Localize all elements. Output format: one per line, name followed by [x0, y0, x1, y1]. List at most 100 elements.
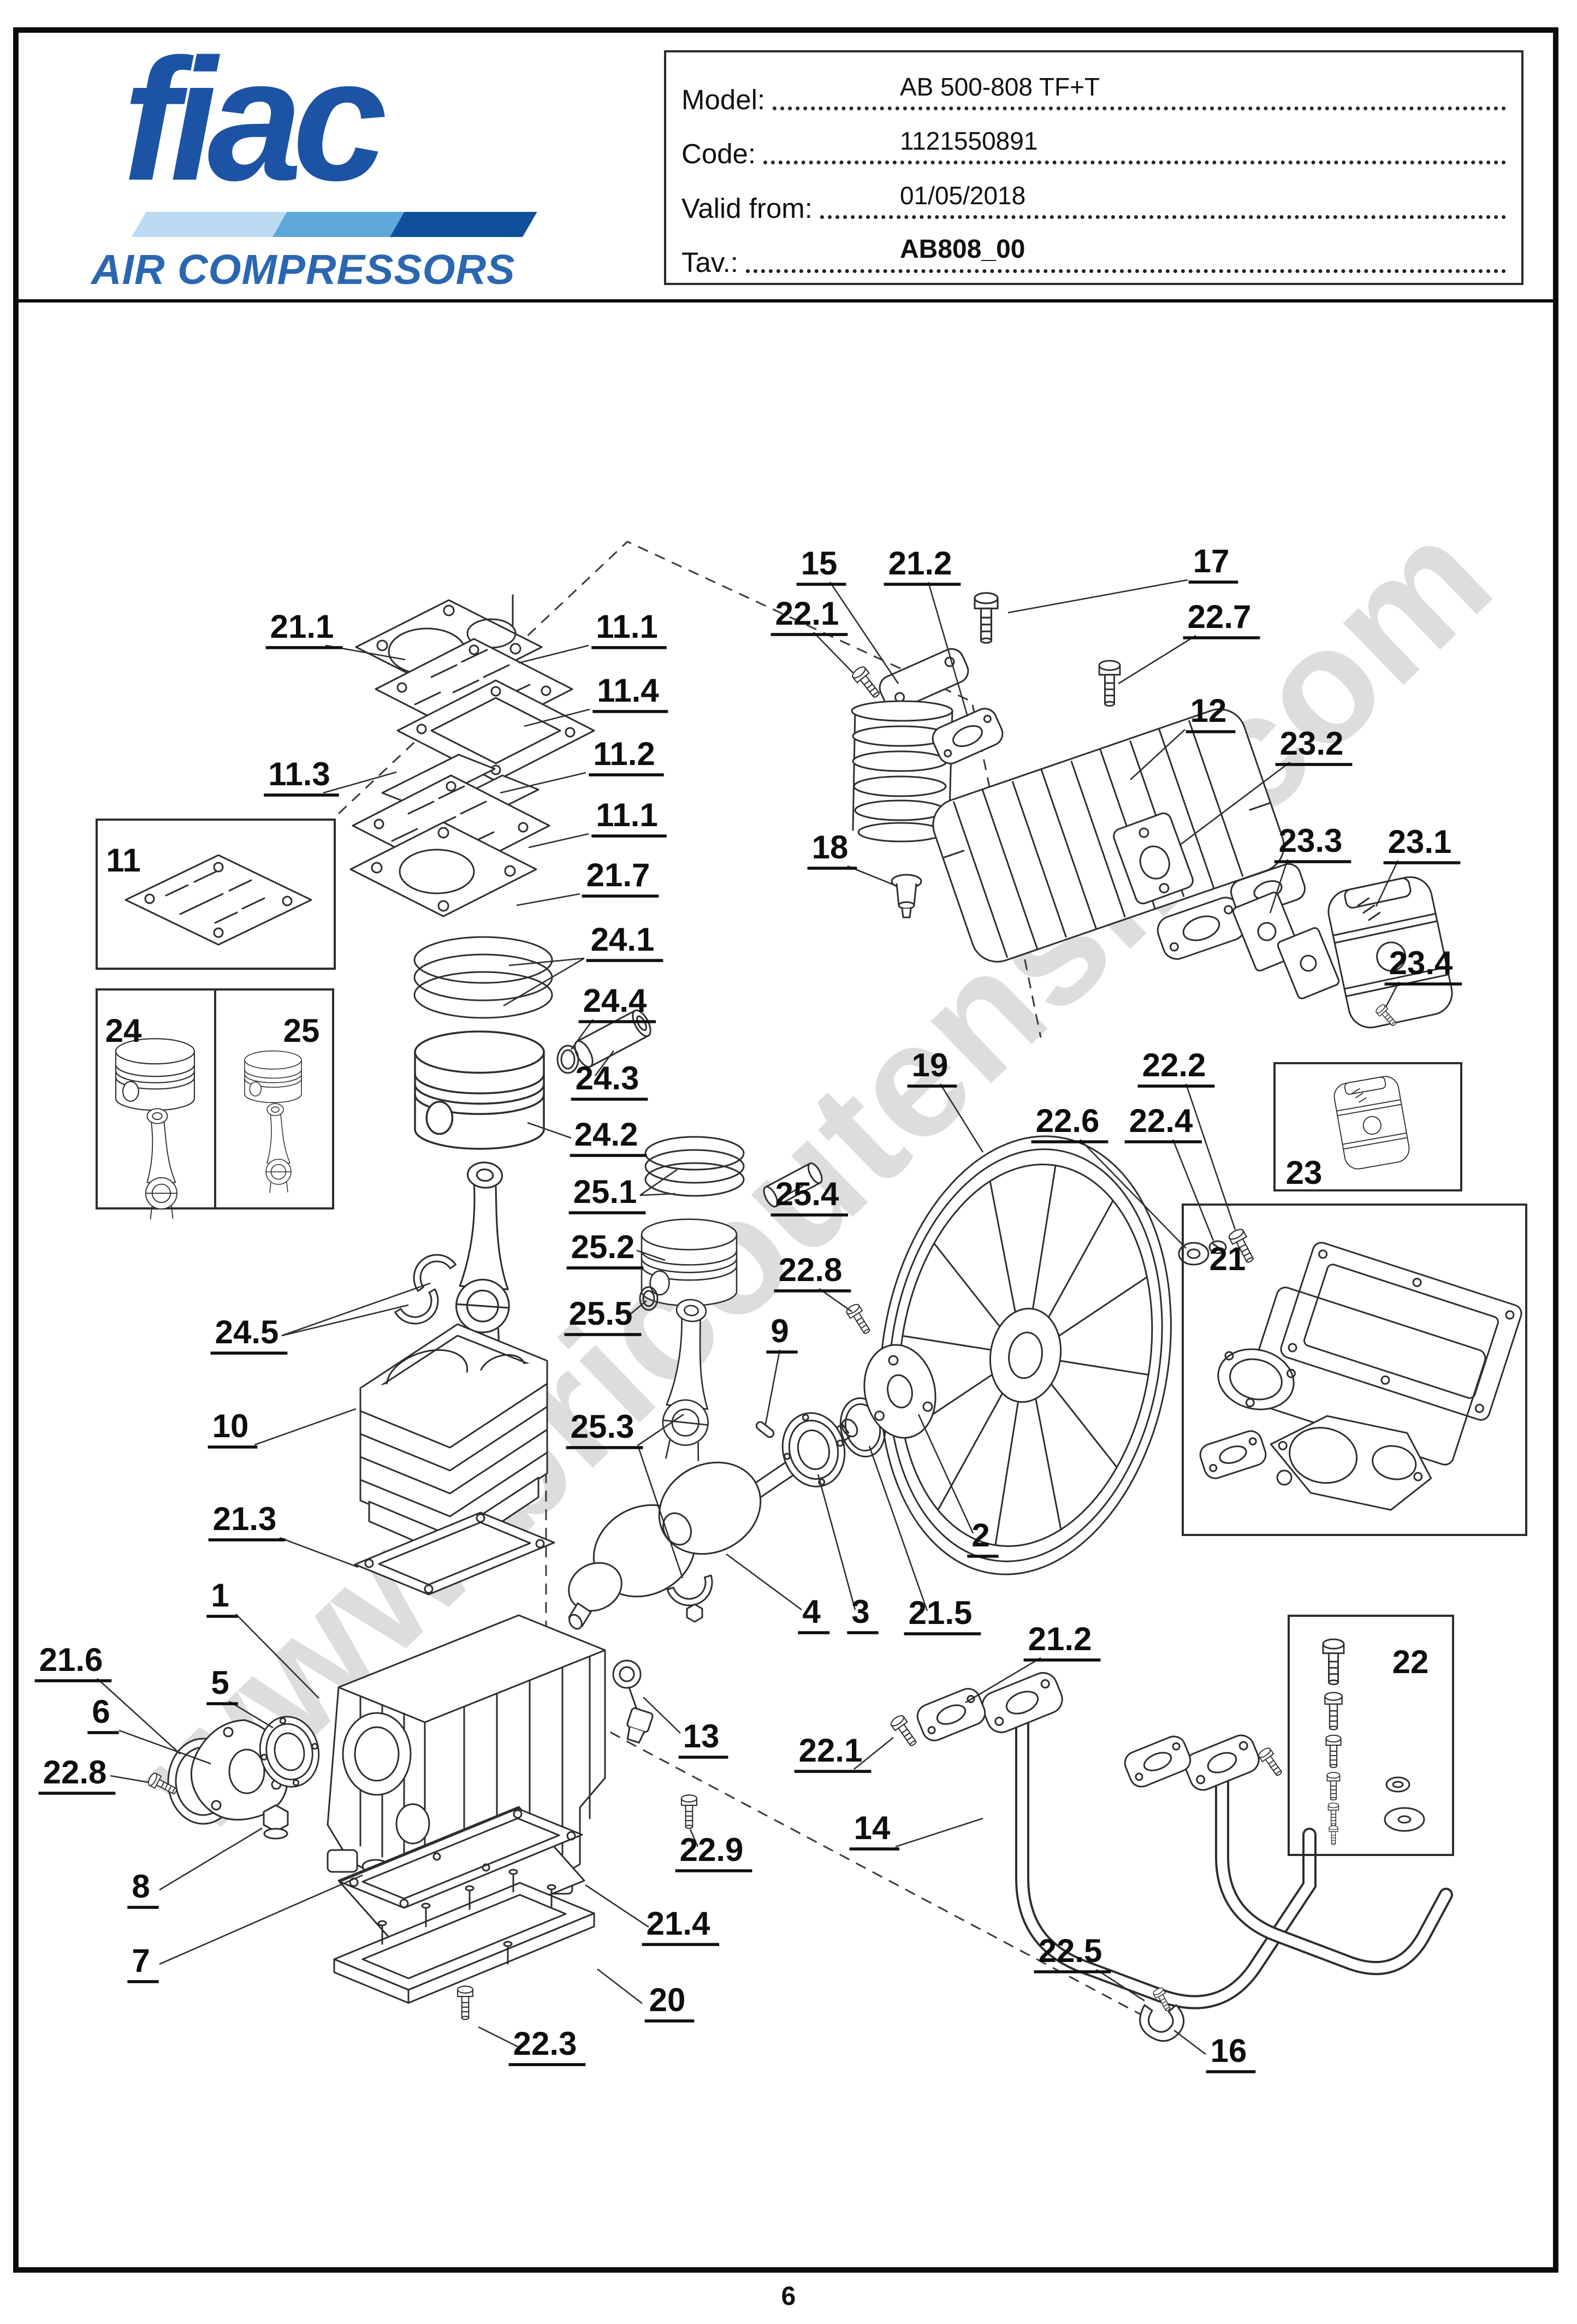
leader-line — [626, 1300, 647, 1318]
leader-line — [965, 1657, 1041, 1704]
leader-line — [643, 1697, 681, 1734]
part-clamp-16 — [1139, 1986, 1185, 2042]
part-callout-25.4: 25.4 — [775, 1176, 839, 1212]
part-key-9 — [755, 1421, 775, 1438]
leader-line — [281, 1304, 409, 1337]
part-callout-22.7: 22.7 — [1188, 598, 1252, 635]
leader-line — [508, 957, 585, 967]
part-bearing-shell-24-5 — [394, 1288, 447, 1333]
part-circlip-25-5 — [639, 1286, 659, 1311]
part-callout-19: 19 — [912, 1047, 948, 1083]
leader-line — [1080, 1139, 1187, 1249]
part-piston-rings-24-1 — [413, 936, 553, 1019]
inset-box-22 — [1288, 1615, 1454, 1856]
part-callout-18: 18 — [812, 829, 849, 865]
dotted-leader — [820, 210, 1506, 219]
leader-line — [1375, 860, 1399, 907]
part-air-filter-23-1 — [1327, 876, 1453, 1029]
part-screw-22-9 — [680, 1794, 698, 1829]
header-divider — [19, 299, 1553, 303]
leader-line — [917, 1414, 974, 1534]
part-screw-22-7 — [1098, 660, 1121, 707]
part-callout-23.3: 23.3 — [1279, 822, 1343, 859]
leader-line — [159, 1827, 263, 1891]
leader-line — [1172, 1139, 1214, 1241]
leader-line — [594, 1050, 615, 1076]
logo-wordmark: fiac — [123, 23, 387, 217]
part-screw-22-1a — [850, 664, 884, 702]
part-callout-24.1: 24.1 — [591, 921, 655, 958]
leader-line — [281, 1282, 431, 1337]
leader-line — [764, 1349, 781, 1425]
part-callout-11.2: 11.2 — [593, 736, 655, 772]
part-nut-8 — [263, 1804, 289, 1840]
part-screw-flange — [1256, 1746, 1286, 1779]
part-callout-22: 22 — [1392, 1644, 1429, 1680]
part-callout-24: 24 — [105, 1012, 142, 1049]
leader-line — [895, 1817, 983, 1848]
part-gasket-21-2-left — [916, 1688, 986, 1741]
part-callout-23.2: 23.2 — [1280, 725, 1344, 762]
part-callout-21: 21 — [1210, 1241, 1246, 1277]
part-wrist-pin-24-3 — [574, 1009, 651, 1068]
leader-line — [500, 772, 586, 794]
leader-line — [1269, 859, 1289, 914]
part-callout-21.2: 21.2 — [1028, 1621, 1092, 1657]
part-callout-21.2: 21.2 — [888, 545, 952, 582]
leader-line — [927, 582, 969, 717]
leader-line — [478, 2026, 519, 2048]
part-lockwasher-22-4 — [1208, 1240, 1227, 1254]
leader-line — [1007, 579, 1188, 614]
leader-line — [97, 1678, 181, 1754]
part-callout-25: 25 — [283, 1012, 320, 1049]
part-piston-24-2 — [414, 1030, 545, 1150]
part-callout-17: 17 — [1193, 543, 1230, 579]
part-callout-11.4: 11.4 — [597, 672, 659, 709]
part-callout-23.4: 23.4 — [1389, 945, 1453, 981]
logo-tagline: AIR COMPRESSORS — [91, 246, 515, 293]
part-callout-23: 23 — [1286, 1154, 1323, 1191]
part-screw-17 — [974, 592, 999, 644]
leader-line — [1179, 761, 1290, 846]
leader-line — [726, 1553, 802, 1611]
info-row-4: Tav.:AB808_00 — [681, 226, 1506, 278]
part-flange-2 — [863, 1344, 936, 1439]
part-gasket-21-3 — [354, 1511, 555, 1596]
part-callout-11.1: 11.1 — [596, 797, 657, 833]
leader-line — [323, 771, 397, 794]
leader-line — [570, 1019, 594, 1050]
leader-line — [229, 1700, 274, 1729]
info-value: 01/05/2018 — [900, 181, 1026, 210]
leader-line — [939, 1083, 984, 1153]
part-callout-21.3: 21.3 — [213, 1501, 277, 1537]
leader-line — [235, 1614, 319, 1699]
part-callout-22.1: 22.1 — [775, 595, 839, 632]
part-spacer-blocks-23-3 — [1232, 891, 1340, 999]
leader-line — [1118, 635, 1196, 685]
part-callout-5: 5 — [211, 1664, 229, 1701]
part-callout-11: 11 — [106, 842, 140, 879]
leader-line — [636, 1249, 666, 1261]
leader-line — [597, 1968, 643, 2005]
part-dipstick-13 — [612, 1659, 654, 1744]
leader-line — [689, 1829, 699, 1847]
part-callout-6: 6 — [92, 1693, 110, 1730]
part-callout-22.8: 22.8 — [43, 1754, 107, 1791]
inset-box-23 — [1273, 1062, 1462, 1191]
part-screw-22-1b — [888, 1713, 921, 1750]
part-screw-22-8a — [844, 1302, 874, 1337]
part-callout-21.6: 21.6 — [39, 1641, 103, 1678]
part-gasket-11-4 — [396, 679, 595, 782]
part-callout-21.4: 21.4 — [647, 1905, 710, 1942]
leader-line — [254, 1408, 357, 1446]
part-air-pipe-14 — [981, 1672, 1453, 2009]
part-nut-small — [686, 1603, 703, 1623]
part-manifold-plate-23-2 — [1113, 812, 1194, 905]
part-screw-22-3 — [456, 1985, 474, 2020]
leader-line — [1096, 1969, 1145, 2002]
info-row-2: Code:1121550891 — [681, 117, 1506, 170]
leader-line — [1385, 981, 1400, 1007]
part-callout-22.2: 22.2 — [1142, 1047, 1206, 1083]
leader-line — [1173, 2029, 1206, 2055]
leader-line — [1185, 1083, 1236, 1230]
